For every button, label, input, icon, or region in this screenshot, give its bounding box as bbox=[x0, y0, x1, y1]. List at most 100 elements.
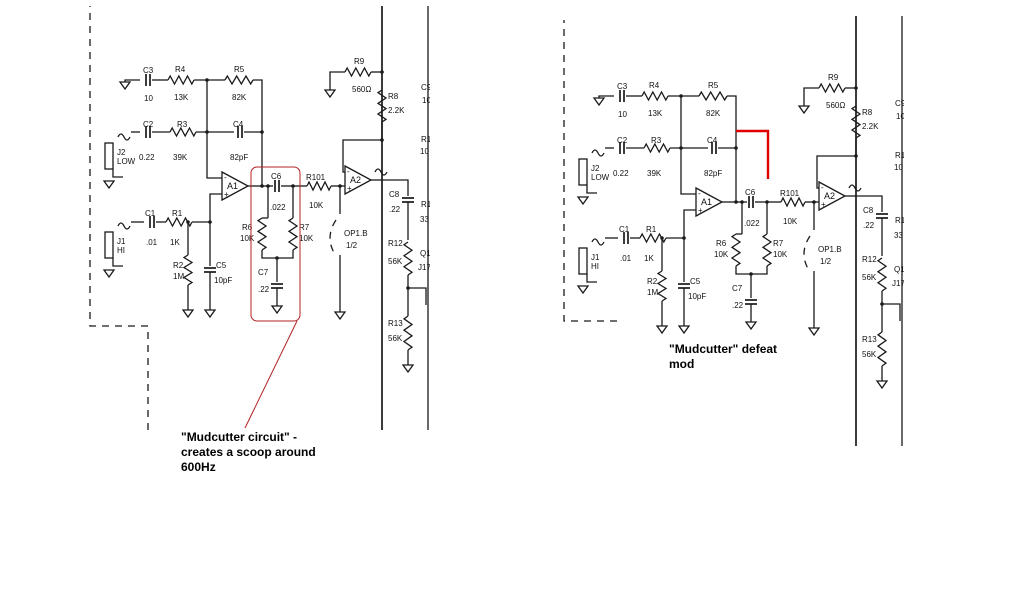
label: C1 bbox=[145, 209, 156, 218]
label: 10 bbox=[896, 112, 905, 121]
wire bbox=[856, 195, 883, 212]
resistor-symbol bbox=[818, 82, 846, 94]
label: .01 bbox=[620, 254, 632, 263]
label: OP1.B bbox=[344, 229, 368, 238]
resistor-symbol bbox=[730, 233, 742, 267]
label: 560Ω bbox=[826, 101, 845, 110]
label: .01 bbox=[146, 238, 158, 247]
label: J17 bbox=[892, 279, 905, 288]
signal-wave-icon bbox=[848, 184, 862, 192]
label: 10K bbox=[783, 217, 798, 226]
ground-icon bbox=[333, 311, 347, 321]
label: 1K bbox=[170, 238, 180, 247]
label: 1/2 bbox=[346, 241, 358, 250]
label: 1M bbox=[173, 272, 184, 281]
left-schematic: C310R413KR582KJ2LOWC20.22R339KC482pFA1-+… bbox=[89, 0, 432, 430]
label: 33 bbox=[420, 215, 429, 224]
ground-icon bbox=[744, 321, 758, 331]
junction-dot bbox=[854, 154, 858, 158]
label: 82pF bbox=[230, 153, 248, 162]
mudcutter-callout-line bbox=[244, 320, 298, 429]
opamp-plus: + bbox=[821, 200, 826, 209]
resistor-symbol bbox=[287, 217, 299, 251]
input-jack-icon bbox=[104, 231, 114, 259]
label: R9 bbox=[354, 57, 365, 66]
label: 10K bbox=[240, 234, 255, 243]
resistor-symbol bbox=[256, 217, 268, 251]
ground-icon bbox=[270, 305, 284, 315]
label: R12 bbox=[862, 255, 877, 264]
label: C3 bbox=[143, 66, 154, 75]
junction-dot bbox=[380, 138, 384, 142]
mudcutter-defeat-wire bbox=[736, 129, 770, 179]
opamp-plus: + bbox=[224, 190, 229, 199]
ground-icon bbox=[181, 309, 195, 319]
opamp-minus: - bbox=[347, 167, 350, 176]
wire bbox=[586, 185, 597, 194]
label: Q1 bbox=[420, 249, 431, 258]
label: R1 bbox=[646, 225, 657, 234]
label: R6 bbox=[242, 223, 253, 232]
label: 33 bbox=[894, 231, 903, 240]
label: 2.2K bbox=[388, 106, 405, 115]
margin-mask bbox=[474, 0, 569, 20]
label: C9 bbox=[421, 83, 432, 92]
mudcutter-circuit-note: "Mudcutter circuit" - creates a scoop ar… bbox=[181, 430, 316, 475]
label: 2.2K bbox=[862, 122, 879, 131]
label: .22 bbox=[389, 205, 401, 214]
ground-icon bbox=[875, 380, 889, 390]
ground-icon bbox=[203, 309, 217, 319]
opamp-symbol bbox=[221, 170, 250, 202]
label: 56K bbox=[388, 334, 403, 343]
label: R13 bbox=[388, 319, 403, 328]
jack-ref: J1 bbox=[117, 237, 126, 246]
ground-icon bbox=[323, 89, 337, 99]
opamp-symbol bbox=[818, 180, 847, 212]
label: .022 bbox=[744, 219, 760, 228]
ground-icon bbox=[592, 97, 606, 107]
resistor-symbol bbox=[876, 257, 888, 292]
ground-icon bbox=[576, 285, 590, 295]
label: R8 bbox=[388, 92, 399, 101]
label: 13K bbox=[648, 109, 663, 118]
wire bbox=[342, 122, 383, 173]
ground-icon bbox=[102, 269, 116, 279]
resistor-symbol bbox=[306, 180, 332, 192]
note-line-1: "Mudcutter circuit" - bbox=[181, 430, 298, 444]
label: R101 bbox=[780, 189, 800, 198]
label: 0.22 bbox=[139, 153, 155, 162]
label: R1 bbox=[421, 200, 432, 209]
label: C4 bbox=[233, 120, 244, 129]
jack-label: HI bbox=[591, 262, 599, 271]
wire bbox=[408, 287, 427, 305]
input-jack-icon bbox=[578, 158, 588, 186]
label: C2 bbox=[617, 136, 628, 145]
wire bbox=[586, 274, 597, 283]
label: 56K bbox=[388, 257, 403, 266]
ground-icon bbox=[807, 327, 821, 337]
label: R5 bbox=[234, 65, 245, 74]
defeat-note-line-2: mod bbox=[669, 357, 695, 371]
label: 56K bbox=[862, 273, 877, 282]
resistor-symbol bbox=[169, 126, 197, 138]
label: R4 bbox=[649, 81, 660, 90]
resistor-symbol bbox=[656, 270, 668, 302]
label: C8 bbox=[389, 190, 400, 199]
label: 10pF bbox=[688, 292, 706, 301]
ground-icon bbox=[677, 325, 691, 335]
label: 10 bbox=[144, 94, 153, 103]
label: 10K bbox=[714, 250, 729, 259]
input-jack-icon bbox=[104, 142, 114, 170]
wire bbox=[816, 138, 857, 189]
opamp-minus: - bbox=[224, 173, 227, 182]
right-schematic: C310R413KR582KJ2LOWC20.22R339KC482pFA1-+… bbox=[563, 16, 906, 446]
signal-wave-icon bbox=[591, 238, 605, 246]
label: 560Ω bbox=[352, 85, 371, 94]
ground-icon bbox=[401, 364, 415, 374]
label: 10 bbox=[422, 96, 431, 105]
label: R2 bbox=[173, 261, 184, 270]
label: C5 bbox=[690, 277, 701, 286]
margin-mask bbox=[430, 0, 470, 440]
opamp-symbol bbox=[344, 164, 373, 196]
label: 10K bbox=[773, 250, 788, 259]
